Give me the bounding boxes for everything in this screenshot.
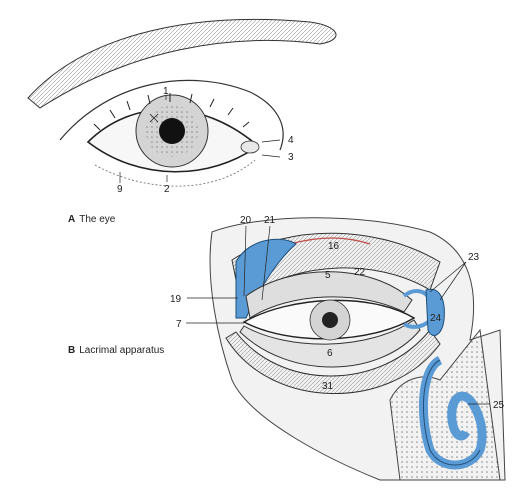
pupil (159, 118, 185, 144)
label-19: 19 (170, 294, 182, 305)
panel-a-eye-drawing (27, 18, 337, 187)
eyelashes (93, 93, 250, 131)
label-23: 23 (468, 252, 480, 263)
label-7: 7 (176, 319, 182, 330)
label-4: 4 (288, 135, 294, 146)
lower-eyelid (225, 329, 441, 394)
label-2: 2 (164, 184, 170, 195)
tarsal-vessels (289, 237, 371, 245)
label-22: 22 (354, 267, 366, 278)
pupil-b (322, 312, 338, 328)
label-20: 20 (240, 215, 252, 226)
upper-lid-fold (59, 79, 284, 151)
lower-lid-shading (94, 159, 256, 187)
caption-a-letter: A (68, 214, 76, 225)
caruncle (240, 140, 260, 154)
label-24: 24 (430, 313, 442, 324)
conjunctival-sac (245, 271, 413, 319)
caption-b-letter: B (68, 345, 76, 356)
label-21: 21 (264, 215, 276, 226)
label-16: 16 (328, 241, 340, 252)
eyebrow (27, 18, 337, 109)
label-9: 9 (117, 184, 123, 195)
panel-b-lacrimal-drawing (186, 217, 506, 481)
label-3: 3 (288, 152, 294, 163)
label-31: 31 (322, 381, 334, 392)
label-25: 25 (493, 400, 505, 411)
label-6: 6 (327, 348, 333, 359)
caption-b-text: Lacrimal apparatus (79, 345, 165, 356)
label-1: 1 (163, 86, 169, 97)
lacrimal-sac (425, 288, 445, 336)
label-5: 5 (325, 270, 331, 281)
caption-a-text: The eye (79, 214, 116, 225)
